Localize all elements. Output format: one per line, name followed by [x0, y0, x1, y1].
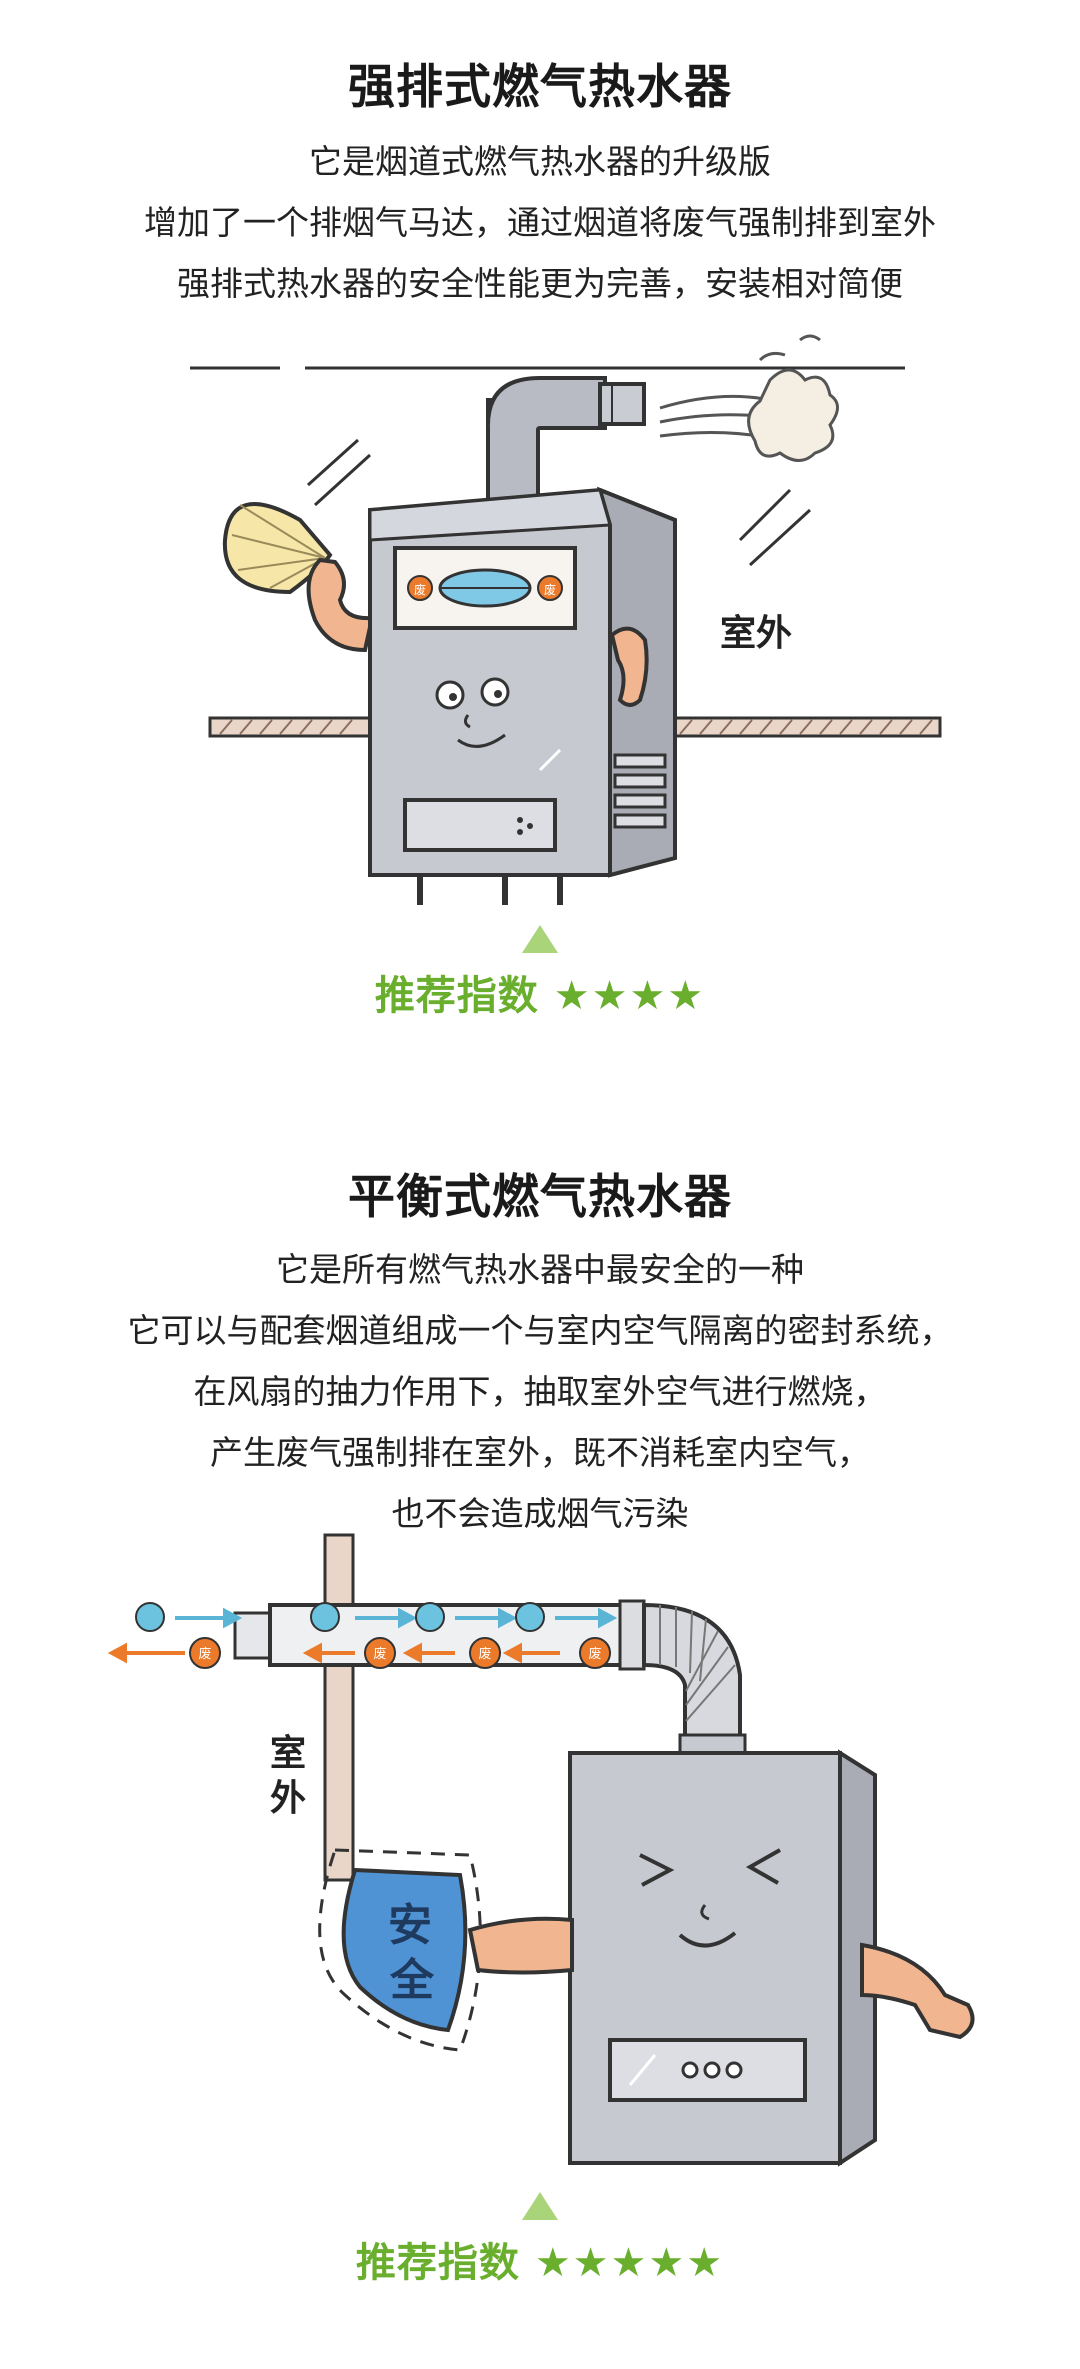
rating-label: 推荐指数	[374, 973, 539, 1019]
rating-row: 推荐指数 ★★★★	[0, 963, 1080, 1021]
section-balanced: 平衡式燃气热水器 它是所有燃气热水器中最安全的一种 它可以与配套烟道组成一个与室…	[0, 1158, 1080, 1544]
description-line: 增加了一个排烟气马达，通过烟道将废气强制排到室外	[144, 203, 936, 242]
shield-label-bottom: 全	[389, 1955, 435, 2006]
heater-body	[568, 1749, 877, 2167]
description-line: 也不会造成烟气污染	[391, 1494, 689, 1533]
section-title: 平衡式燃气热水器	[348, 1170, 732, 1225]
description-line: 它可以与配套烟道组成一个与室内空气隔离的密封系统，	[127, 1311, 953, 1350]
forced-exhaust-illustration: 废 废 室外	[190, 334, 942, 905]
exhaust-label: 废	[373, 1646, 386, 1662]
rating-block: 推荐指数 ★★★★★	[0, 2192, 1080, 2288]
description-line: 它是烟道式燃气热水器的升级版	[309, 142, 771, 181]
wall	[323, 1533, 355, 1882]
exhaust-label: 废	[414, 582, 426, 597]
safety-shield-icon: 安 全	[318, 1848, 482, 2052]
outdoor-label-bottom: 外	[270, 1778, 306, 1819]
triangle-pointer-icon	[522, 2192, 558, 2220]
rating-row: 推荐指数 ★★★★★	[0, 2230, 1080, 2288]
section-forced-exhaust: 强排式燃气热水器 它是烟道式燃气热水器的升级版 增加了一个排烟气马达，通过烟道将…	[0, 48, 1080, 314]
description-line: 在风扇的抽力作用下，抽取室外空气进行燃烧，	[193, 1372, 887, 1411]
triangle-pointer-icon	[522, 925, 558, 953]
outdoor-label: 室外	[720, 613, 792, 654]
fresh-air-arrows	[175, 1607, 618, 1629]
outdoor-label-top: 室	[270, 1733, 306, 1774]
exhaust-label: 废	[478, 1646, 491, 1662]
section-title: 强排式燃气热水器	[348, 60, 732, 115]
exhaust-label: 废	[544, 582, 556, 597]
rating-label: 推荐指数	[355, 2240, 520, 2286]
balanced-illustration: 废 废 废 废 室 外 安 全	[107, 1533, 975, 2167]
exhaust-smoke-icon	[659, 334, 839, 462]
flue-pipe	[486, 376, 646, 512]
rating-block: 推荐指数 ★★★★	[0, 925, 1080, 1021]
exhaust-figure-icon	[189, 1637, 611, 1669]
exhaust-label: 废	[588, 1646, 601, 1662]
heater-body: 废 废	[368, 486, 677, 905]
description-line: 产生废气强制排在室外，既不消耗室内空气，	[210, 1433, 870, 1472]
coaxial-flue-pipe	[233, 1599, 747, 1755]
rating-stars: ★★★★	[553, 973, 706, 1019]
exhaust-label: 废	[198, 1646, 211, 1662]
fresh-air-figure-icon	[135, 1602, 545, 1632]
exhaust-arrows	[107, 1642, 560, 1664]
description-line: 它是所有燃气热水器中最安全的一种	[276, 1250, 804, 1289]
rating-stars: ★★★★★	[534, 2240, 725, 2286]
shield-label-top: 安	[388, 1900, 432, 1951]
description-line: 强排式热水器的安全性能更为完善，安装相对简便	[177, 264, 903, 303]
